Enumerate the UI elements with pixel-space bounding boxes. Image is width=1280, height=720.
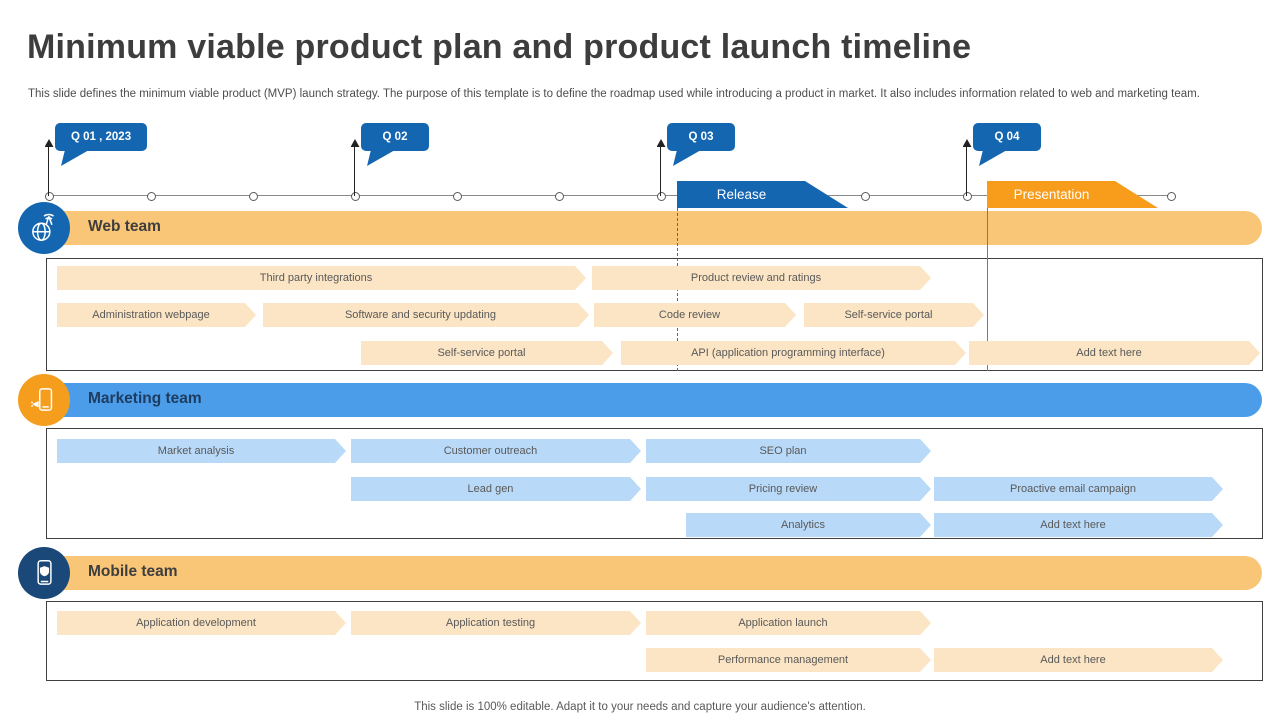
quarter-stem [48, 147, 49, 196]
mobile-team-label[interactable]: Mobile team [88, 563, 178, 580]
phone-shield-icon [18, 547, 70, 599]
quarter-stem-arrowhead [962, 139, 972, 147]
quarter-stem [660, 147, 661, 196]
marketing-team-label[interactable]: Marketing team [88, 390, 202, 407]
task-bar[interactable]: Product review and ratings [592, 266, 931, 290]
timeline-tick-circle [860, 192, 870, 201]
task-bar[interactable]: Performance management [646, 648, 931, 672]
timeline-tick-circle [656, 192, 666, 201]
quarter-stem [966, 147, 967, 196]
task-bar[interactable]: Administration webpage [57, 303, 256, 327]
phone-megaphone-icon [18, 374, 70, 426]
task-bar[interactable]: Pricing review [646, 477, 931, 501]
task-bar[interactable]: Self-service portal [804, 303, 984, 327]
quarter-bubble-tail [61, 150, 89, 166]
quarter-stem-arrowhead [656, 139, 666, 147]
mobile-team-bar[interactable] [40, 556, 1262, 590]
slide-description: This slide defines the minimum viable pr… [28, 88, 1200, 100]
quarter-bubble-tail [979, 150, 1007, 166]
task-bar[interactable]: Application launch [646, 611, 931, 635]
task-bar[interactable]: Add text here [934, 648, 1223, 672]
task-bar[interactable]: API (application programming interface) [621, 341, 966, 365]
release-banner[interactable]: Release [677, 181, 848, 208]
presentation-banner[interactable]: Presentation [987, 181, 1158, 208]
timeline-tick-circle [452, 192, 462, 201]
timeline-tick-circle [146, 192, 156, 201]
quarter-bubble-tail [673, 150, 701, 166]
marketing-team-bar[interactable] [40, 383, 1262, 417]
web-team-label[interactable]: Web team [88, 218, 161, 235]
timeline-tick-circle [554, 192, 564, 201]
quarter-bubble-2[interactable]: Q 02 [361, 123, 429, 151]
timeline-tick-circle [1166, 192, 1176, 201]
page-title: Minimum viable product plan and product … [27, 28, 972, 66]
task-bar[interactable]: Application testing [351, 611, 641, 635]
quarter-bubble-1[interactable]: Q 01 , 2023 [55, 123, 148, 151]
quarter-stem [354, 147, 355, 196]
task-bar[interactable]: Add text here [934, 513, 1223, 537]
task-bar[interactable]: Analytics [686, 513, 931, 537]
web-team-bar[interactable] [40, 211, 1262, 245]
task-bar[interactable]: Application development [57, 611, 346, 635]
timeline-tick-circle [962, 192, 972, 201]
timeline-tick-circle [44, 192, 54, 201]
task-bar[interactable]: Self-service portal [361, 341, 613, 365]
quarter-bubble-4[interactable]: Q 04 [973, 123, 1041, 151]
timeline-tick-circle [350, 192, 360, 201]
task-bar[interactable]: Proactive email campaign [934, 477, 1223, 501]
quarter-bubble-tail [367, 150, 395, 166]
quarter-stem-arrowhead [44, 139, 54, 147]
task-bar[interactable]: Lead gen [351, 477, 641, 501]
footer-note: This slide is 100% editable. Adapt it to… [414, 701, 866, 713]
task-bar[interactable]: Market analysis [57, 439, 346, 463]
task-bar[interactable]: Third party integrations [57, 266, 586, 290]
task-bar[interactable]: SEO plan [646, 439, 931, 463]
timeline-axis [48, 195, 1171, 196]
task-bar[interactable]: Software and security updating [263, 303, 589, 327]
presentation-drop-line [987, 208, 988, 371]
task-bar[interactable]: Code review [594, 303, 796, 327]
task-bar[interactable]: Customer outreach [351, 439, 641, 463]
timeline-tick-circle [248, 192, 258, 201]
quarter-stem-arrowhead [350, 139, 360, 147]
task-bar[interactable]: Add text here [969, 341, 1260, 365]
globe-antenna-icon [18, 202, 70, 254]
quarter-bubble-3[interactable]: Q 03 [667, 123, 735, 151]
